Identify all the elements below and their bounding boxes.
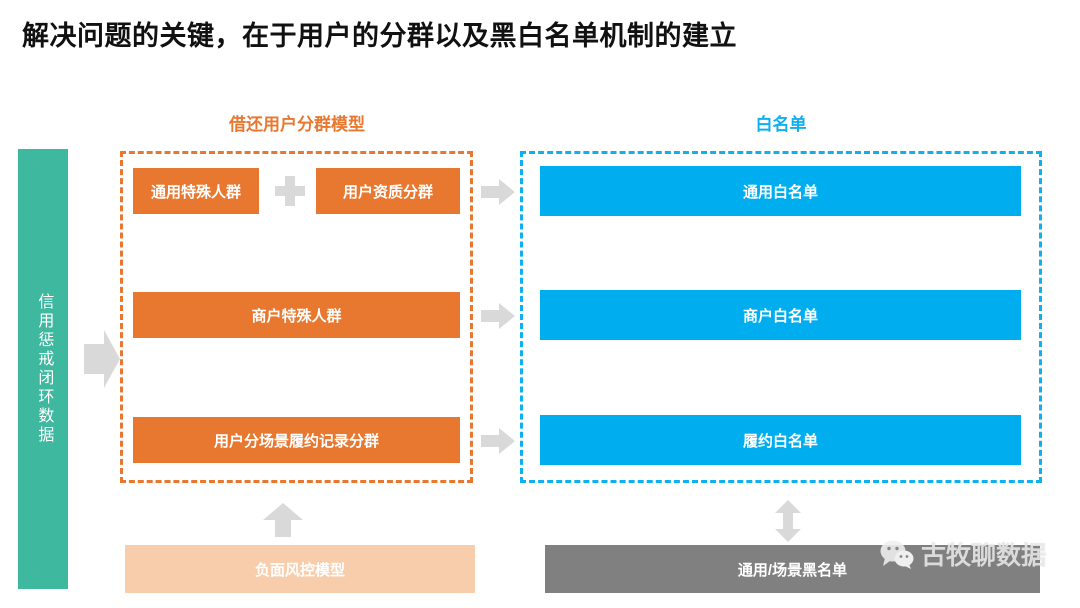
right-column-header: 白名单 <box>755 115 807 134</box>
plus-icon <box>275 176 305 206</box>
bottom-right-arrow-up-down-icon <box>775 500 801 542</box>
box-performance-whitelist[interactable]: 履约白名单 <box>540 415 1021 465</box>
box-merchant-whitelist[interactable]: 商户白名单 <box>540 290 1021 340</box>
box-user-qualification-group[interactable]: 用户资质分群 <box>316 168 460 214</box>
box-general-special-group[interactable]: 通用特殊人群 <box>133 168 259 214</box>
box-general-whitelist[interactable]: 通用白名单 <box>540 166 1021 216</box>
left-group-border <box>120 151 473 483</box>
box-merchant-special-group[interactable]: 商户特殊人群 <box>133 292 460 338</box>
page-title: 解决问题的关键，在于用户的分群以及黑白名单机制的建立 <box>22 21 737 51</box>
box-negative-risk-model[interactable]: 负面风控模型 <box>125 545 475 593</box>
row-arrow-icon-2 <box>481 303 515 329</box>
box-scenario-performance-group[interactable]: 用户分场景履约记录分群 <box>133 417 460 463</box>
right-group-border <box>520 151 1042 483</box>
left-column-header: 借还用户分群模型 <box>229 115 365 134</box>
rail-arrow-icon <box>84 330 120 388</box>
row-arrow-icon-1 <box>481 179 515 205</box>
bottom-left-arrow-up-icon <box>263 503 303 537</box>
credit-data-rail-label: 信用惩戒闭环数据 <box>35 293 53 445</box>
credit-data-rail: 信用惩戒闭环数据 <box>18 149 68 589</box>
box-blacklist[interactable]: 通用/场景黑名单 <box>545 545 1040 593</box>
row-arrow-icon-3 <box>481 428 515 454</box>
